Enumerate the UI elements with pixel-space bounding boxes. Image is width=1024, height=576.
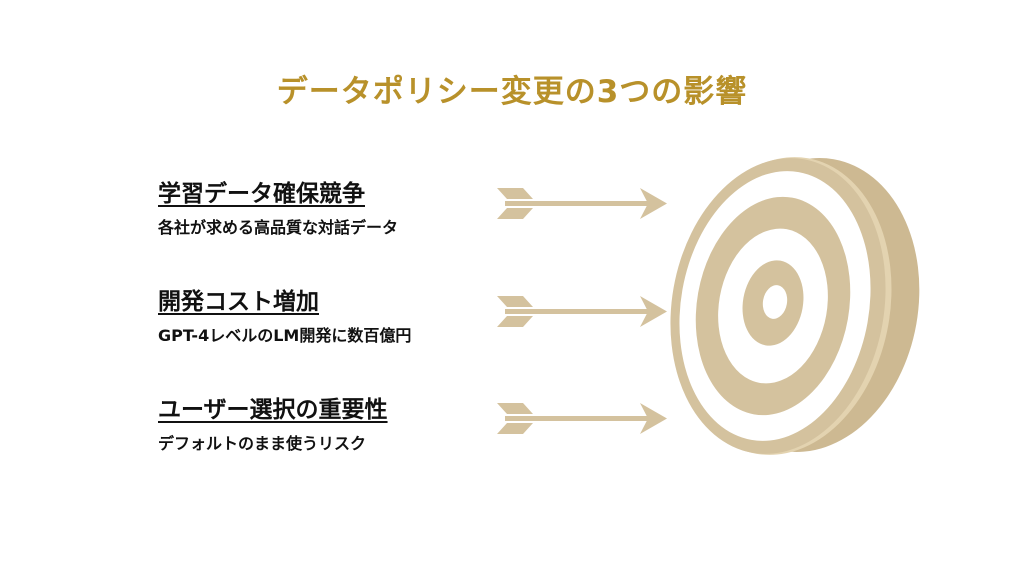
item-heading: 学習データ確保競争 <box>158 181 365 207</box>
target-icon <box>670 157 920 455</box>
impact-item-2: 開発コスト増加 GPT-4レベルのLM開発に数百億円 <box>158 282 411 346</box>
item-heading: ユーザー選択の重要性 <box>158 397 388 423</box>
item-heading: 開発コスト増加 <box>158 289 319 315</box>
arrow-icon <box>497 403 667 434</box>
arrow-icon <box>497 188 667 219</box>
item-description: 各社が求める高品質な対話データ <box>158 218 399 237</box>
arrow-icon <box>497 296 667 327</box>
item-description: GPT-4レベルのLM開発に数百億円 <box>158 326 412 345</box>
impact-item-1: 学習データ確保競争 各社が求める高品質な対話データ <box>158 174 398 238</box>
page-title: データポリシー変更の3つの影響 <box>276 74 748 110</box>
impact-item-3: ユーザー選択の重要性 デフォルトのまま使うリスク <box>158 390 388 454</box>
item-description: デフォルトのまま使うリスク <box>158 434 367 453</box>
